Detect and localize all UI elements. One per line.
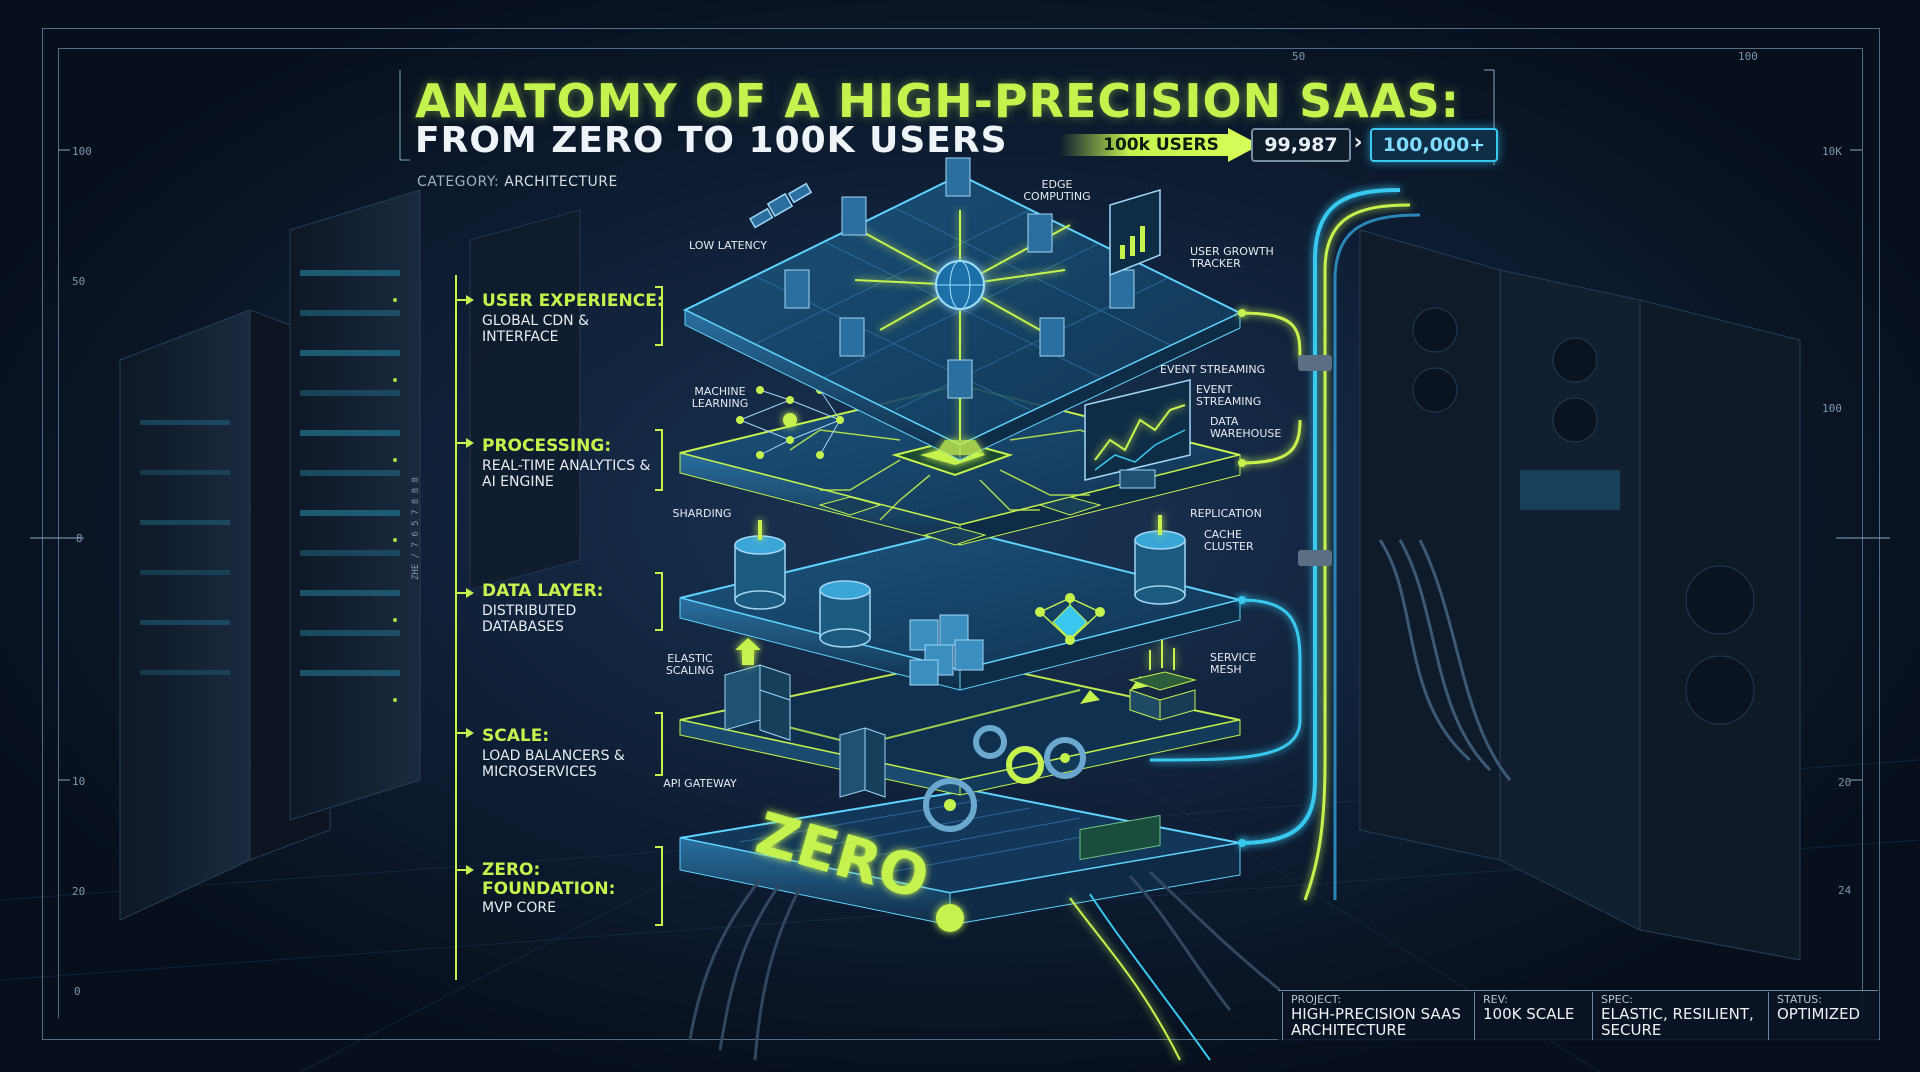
left-ruler: [58, 48, 59, 1018]
users-label: 100k USERS: [1103, 135, 1219, 155]
user-experience-plate: [682, 157, 1243, 461]
footer-project: PROJECT: HIGH-PRECISION SAAS ARCHITECTUR…: [1282, 992, 1475, 1040]
callout-machine-learning: MACHINE LEARNING: [691, 385, 749, 410]
callout-api-gateway: API GATEWAY: [663, 777, 737, 790]
footer-status-value: OPTIMIZED: [1777, 1005, 1861, 1023]
right-server-racks: [1359, 229, 1801, 961]
ruler-right-tick: 100: [1822, 402, 1842, 415]
page-subtitle: FROM ZERO TO 100K USERS: [415, 120, 1008, 161]
footer-project-value: HIGH-PRECISION SAAS ARCHITECTURE: [1291, 1005, 1461, 1039]
title-block: [1278, 990, 1878, 1041]
layer-label-scale-heading: SCALE:: [482, 726, 550, 746]
cable-bundle: [1149, 188, 1421, 901]
footer-rev: REV: 100K SCALE: [1474, 992, 1593, 1040]
callout-low-latency: LOW LATENCY: [689, 239, 767, 252]
top-ruler: [58, 48, 1862, 49]
footer-rev-label: REV:: [1483, 993, 1508, 1006]
layer-label-ux-sub: GLOBAL CDN & INTERFACE: [482, 313, 589, 345]
page-title: ANATOMY OF A HIGH-PRECISION SAAS:: [415, 74, 1460, 128]
callout-replication: REPLICATION: [1190, 507, 1262, 520]
category-line: CATEGORY: ARCHITECTURE: [417, 174, 618, 190]
zero-foundation-plate: ZERO: [679, 788, 1281, 1061]
users-target-count: 100,000+: [1370, 128, 1498, 162]
ruler-left-tick: 20: [72, 885, 86, 898]
layer-label-scale-sub: LOAD BALANCERS & MICROSERVICES: [482, 748, 625, 780]
footer-project-label: PROJECT:: [1291, 993, 1342, 1006]
layer-label-processing-heading: PROCESSING:: [482, 436, 612, 456]
ruler-top-tick: 100: [1738, 50, 1758, 63]
layer-label-data-heading: DATA LAYER:: [482, 581, 604, 601]
layer-label-zero-heading: ZERO: FOUNDATION:: [482, 860, 616, 899]
data-layer-plate: [679, 515, 1241, 691]
ruler-right-tick: 20: [1838, 776, 1852, 789]
ruler-left-tick: 0: [74, 985, 81, 998]
users-arrow: [1060, 128, 1260, 162]
callout-event-streaming-top: EVENT STREAMING: [1160, 363, 1266, 376]
footer-spec: SPEC: ELASTIC, RESILIENT, SECURE: [1592, 992, 1769, 1040]
ruler-right-tick: 24: [1838, 884, 1852, 897]
layer-bracket: [455, 275, 663, 980]
ruler-left-tick: 10: [72, 775, 86, 788]
callout-user-growth-tracker: USER GROWTH TRACKER: [1190, 245, 1274, 270]
footer-status-label: STATUS:: [1777, 993, 1822, 1006]
footer-spec-value: ELASTIC, RESILIENT, SECURE: [1601, 1005, 1754, 1039]
footer-status: STATUS: OPTIMIZED: [1768, 992, 1877, 1040]
callout-event-streaming: EVENT STREAMING: [1196, 383, 1262, 408]
ruler-left-tick: 50: [72, 275, 86, 288]
users-current-count: 99,987: [1251, 128, 1351, 162]
footer-rev-value: 100K SCALE: [1483, 1005, 1575, 1023]
ruler-left-tick: 100: [72, 145, 92, 158]
category-prefix: CATEGORY:: [417, 174, 500, 190]
callout-data-warehouse: DATA WAREHOUSE: [1210, 415, 1282, 440]
outer-frame: [42, 28, 1880, 1040]
layer-label-processing-sub: REAL-TIME ANALYTICS & AI ENGINE: [482, 458, 651, 490]
left-server-racks: [119, 189, 581, 921]
callout-cache-cluster: CACHE CLUSTER: [1204, 528, 1254, 553]
layer-label-data-sub: DISTRIBUTED DATABASES: [482, 603, 577, 635]
layer-label-zero-sub: MVP CORE: [482, 900, 556, 916]
right-ruler: [1862, 48, 1863, 1018]
ruler-right-tick: 10K: [1822, 145, 1842, 158]
footer-spec-label: SPEC:: [1601, 993, 1633, 1006]
callout-elastic-scaling: ELASTIC SCALING: [665, 652, 715, 677]
users-separator: ›: [1353, 130, 1363, 155]
layer-label-ux-heading: USER EXPERIENCE:: [482, 291, 664, 311]
callout-service-mesh: SERVICE MESH: [1210, 651, 1257, 676]
category-value: ARCHITECTURE: [504, 174, 618, 190]
scale-plate: [679, 638, 1241, 832]
callout-sharding: SHARDING: [672, 507, 732, 520]
ruler-top-tick: 50: [1292, 50, 1306, 63]
callout-edge-computing: EDGE COMPUTING: [1023, 178, 1091, 203]
